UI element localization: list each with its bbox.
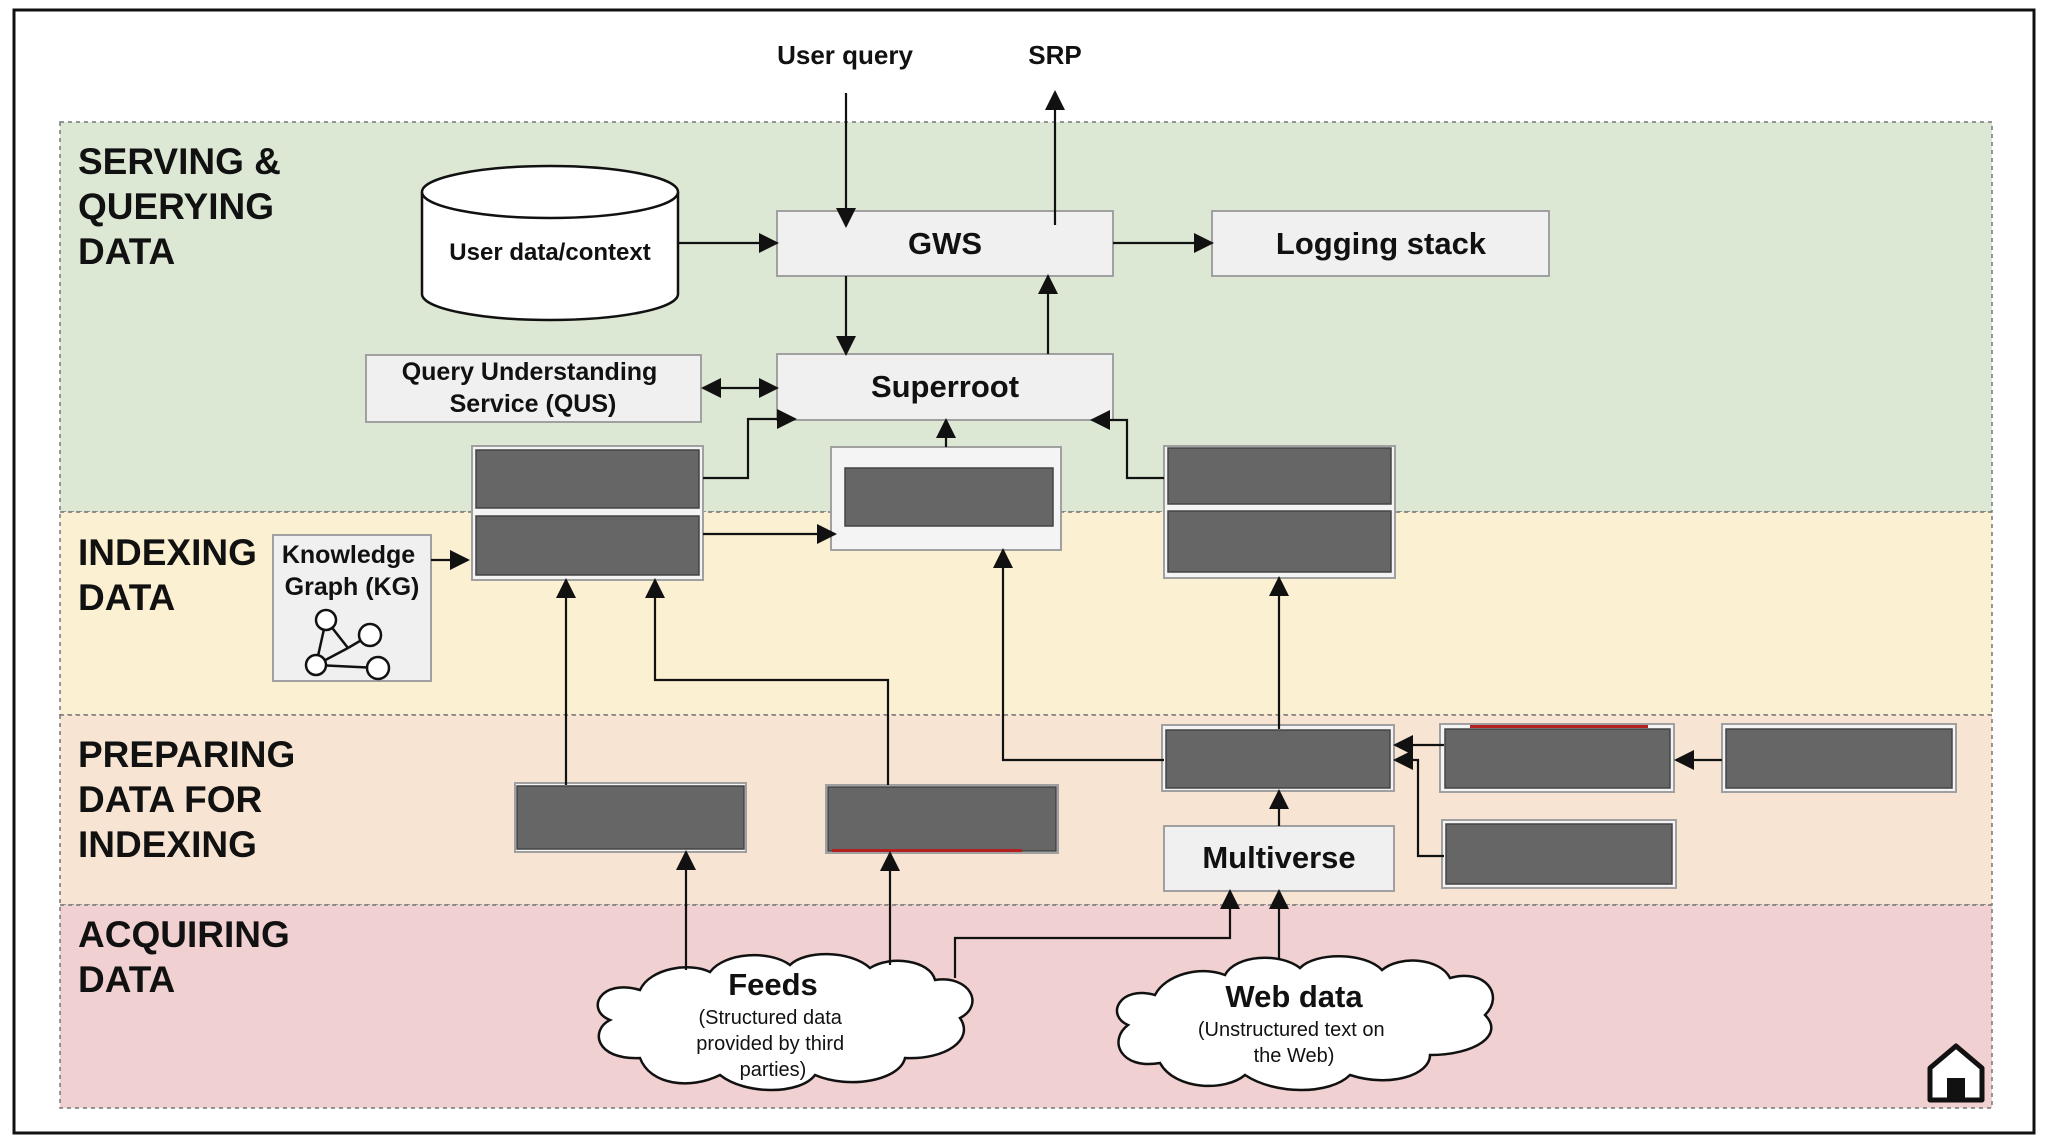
- user-data-cylinder: User data/context: [420, 164, 680, 322]
- redacted-box: [827, 786, 1057, 852]
- band-acquiring: [59, 904, 1993, 1109]
- user-query-label: User query: [777, 40, 913, 70]
- logging-stack-label: Logging stack: [1276, 226, 1487, 261]
- web-data-cloud: Web data (Unstructured text on the Web): [1115, 955, 1495, 1092]
- redacted-box: [1725, 728, 1953, 789]
- feeds-cloud: Feeds (Structured data provided by third…: [596, 952, 974, 1092]
- user-data-label: User data/context: [449, 239, 650, 266]
- web-data-subtitle: (Unstructured text on the Web): [1198, 1019, 1390, 1067]
- red-underline: [832, 849, 1022, 852]
- redacted-box: [475, 515, 700, 576]
- arrow-feeds-multiverse: [953, 889, 1240, 978]
- redacted-box: [1445, 823, 1673, 885]
- redacted-box: [1167, 447, 1392, 505]
- redacted-box: [1165, 729, 1391, 789]
- band-title-serving: SERVING & QUERYING DATA: [78, 141, 291, 272]
- multiverse-box: [1163, 825, 1395, 892]
- feeds-subtitle: (Structured data provided by third parti…: [696, 1007, 849, 1081]
- feeds-title: Feeds: [728, 967, 818, 1002]
- srp-label: SRP: [1028, 40, 1081, 70]
- graph-network-icon: [304, 608, 391, 681]
- band-title-indexing: INDEXING DATA: [78, 532, 267, 618]
- home-icon[interactable]: [1927, 1043, 1985, 1103]
- arrow-leftstack-superroot: [703, 409, 797, 480]
- superroot-box: [776, 353, 1114, 421]
- redacted-box: [1167, 510, 1392, 573]
- band-title-acquiring: ACQUIRING DATA: [78, 914, 300, 1000]
- arrow-prep6-prep3: [1393, 750, 1444, 858]
- knowledge-graph-box: [272, 534, 432, 682]
- arrow-rightstack-superroot: [1090, 410, 1164, 480]
- red-topline: [1470, 725, 1648, 728]
- web-data-title: Web data: [1225, 979, 1363, 1014]
- superroot-label: Superroot: [871, 369, 1019, 404]
- redacted-box: [475, 449, 700, 509]
- qus-label: Query Understanding Service (QUS): [402, 358, 665, 418]
- arrow-prep3-center: [993, 548, 1164, 762]
- arrow-prep2-leftstack: [645, 578, 890, 785]
- redacted-box: [844, 467, 1054, 527]
- gws-label: GWS: [908, 226, 982, 261]
- band-title-preparing: PREPARING DATA FOR INDEXING: [78, 734, 306, 865]
- redacted-box: [516, 785, 745, 850]
- gws-box: [776, 210, 1114, 277]
- multiverse-label: Multiverse: [1202, 840, 1355, 875]
- redacted-box: [1444, 728, 1671, 789]
- logging-stack-box: [1211, 210, 1550, 277]
- knowledge-graph-label: Knowledge Graph (KG): [282, 541, 422, 601]
